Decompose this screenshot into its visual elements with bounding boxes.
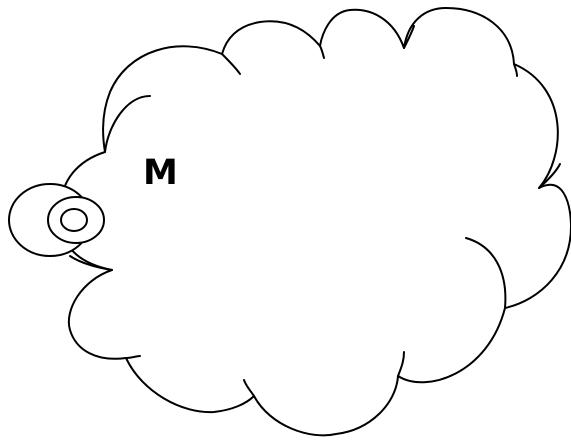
cloud-shape: [61, 8, 571, 435]
cloud-label: M: [143, 152, 178, 194]
trail-ellipse-inner: [61, 209, 87, 231]
